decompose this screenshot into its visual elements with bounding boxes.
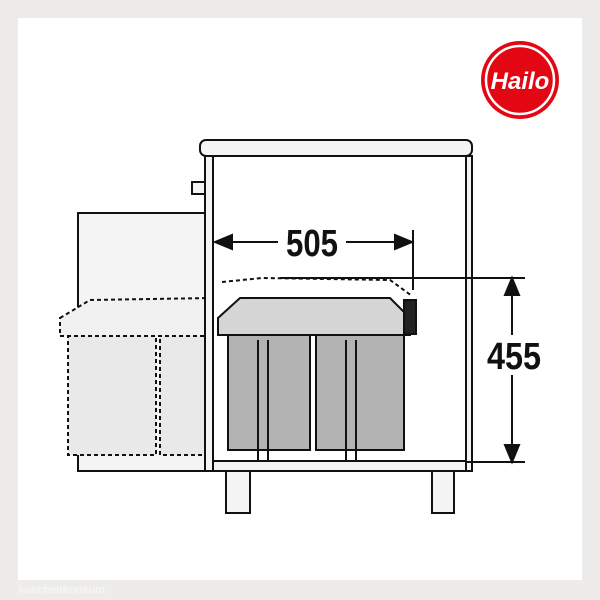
height-dimension	[466, 275, 525, 465]
logo-text: Hailo	[491, 68, 550, 95]
watermark: kuechenkonsum	[18, 584, 105, 596]
cabinet-leg-left	[225, 470, 251, 514]
bin-lid	[217, 297, 411, 336]
bin-right	[315, 334, 405, 451]
pulled-out-unit	[59, 212, 214, 472]
width-dimension	[212, 230, 525, 290]
height-label: 455	[487, 336, 541, 378]
width-label: 505	[286, 223, 338, 265]
hailo-logo: Hailo	[481, 41, 559, 119]
handle	[403, 299, 417, 335]
cabinet-leg-right	[431, 470, 455, 514]
waste-bins	[217, 276, 417, 460]
